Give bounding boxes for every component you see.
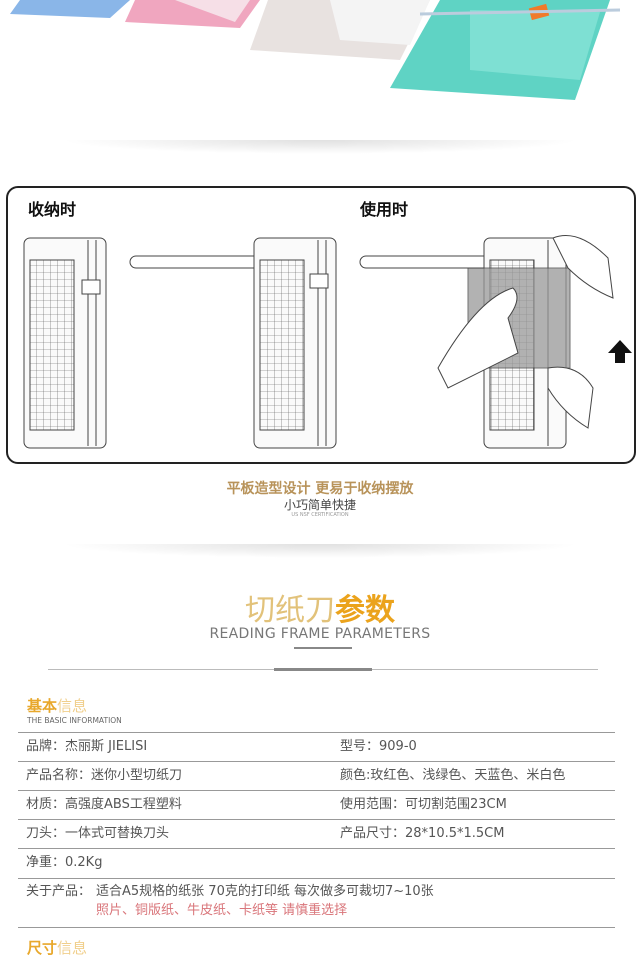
info-left: 品牌：杰丽斯 JIELISI — [26, 739, 148, 754]
usage-diagram: 收纳时 使用时 — [6, 186, 636, 464]
params-title-bold: 参数 — [335, 593, 395, 628]
paper-cutters-image — [10, 0, 621, 100]
divider-accent — [274, 668, 372, 671]
about-row: 关于产品： 适合A5规格的纸张 70克的打印纸 每次做多可裁切7~10张 照片、… — [18, 878, 615, 928]
about-label: 关于产品： — [26, 884, 92, 899]
info-row: 刀头：一体式可替换刀头 产品尺寸：28*10.5*1.5CM — [18, 819, 615, 848]
size-title-light: 信息 — [57, 939, 88, 957]
title-underline — [294, 647, 352, 649]
params-title-en: READING FRAME PARAMETERS — [209, 626, 431, 642]
basic-info-title: 基本信息 — [27, 695, 87, 716]
cutter-illustrations — [23, 235, 632, 449]
stored-label: 收纳时 — [28, 200, 77, 219]
product-photo — [0, 0, 640, 140]
info-left: 刀头：一体式可替换刀头 — [26, 826, 170, 841]
tagline-small: US NSF CERTIFICATION — [291, 512, 349, 518]
info-right: 使用范围：可切割范围23CM — [340, 797, 507, 812]
info-right: 产品尺寸：28*10.5*1.5CM — [340, 826, 505, 841]
info-row: 产品名称：迷你小型切纸刀 颜色:玫红色、浅绿色、天蓝色、米白色 — [18, 761, 615, 790]
info-row: 材质：高强度ABS工程塑料 使用范围：可切割范围23CM — [18, 790, 615, 819]
size-info-title: 尺寸信息 — [27, 937, 87, 958]
about-note: 照片、铜版纸、牛皮纸、卡纸等 请慎重选择 — [96, 903, 348, 918]
divider-shadow — [60, 544, 580, 558]
info-row: 净重：0.2Kg — [18, 848, 615, 877]
in-use-label: 使用时 — [360, 200, 409, 219]
info-right: 型号：909-0 — [340, 739, 417, 754]
info-row: 品牌：杰丽斯 JIELISI 型号：909-0 — [18, 732, 615, 761]
about-text: 适合A5规格的纸张 70克的打印纸 每次做多可裁切7~10张 — [96, 884, 434, 899]
info-left: 产品名称：迷你小型切纸刀 — [26, 768, 183, 783]
divider-shadow — [60, 140, 580, 154]
basic-info-subtitle: THE BASIC INFORMATION — [27, 716, 122, 725]
info-left: 材质：高强度ABS工程塑料 — [26, 797, 182, 812]
basic-title-light: 信息 — [57, 697, 88, 715]
info-right: 颜色:玫红色、浅绿色、天蓝色、米白色 — [340, 768, 566, 783]
tagline-title: 平板造型设计 更易于收纳摆放 — [226, 481, 414, 497]
params-title-light: 切纸刀 — [245, 593, 335, 628]
info-left: 净重：0.2Kg — [26, 855, 103, 870]
basic-title-bold: 基本 — [27, 697, 58, 715]
size-title-bold: 尺寸 — [27, 939, 58, 957]
tagline-subtitle: 小巧简单快捷 — [283, 498, 356, 512]
params-title: 切纸刀参数 — [0, 585, 640, 629]
